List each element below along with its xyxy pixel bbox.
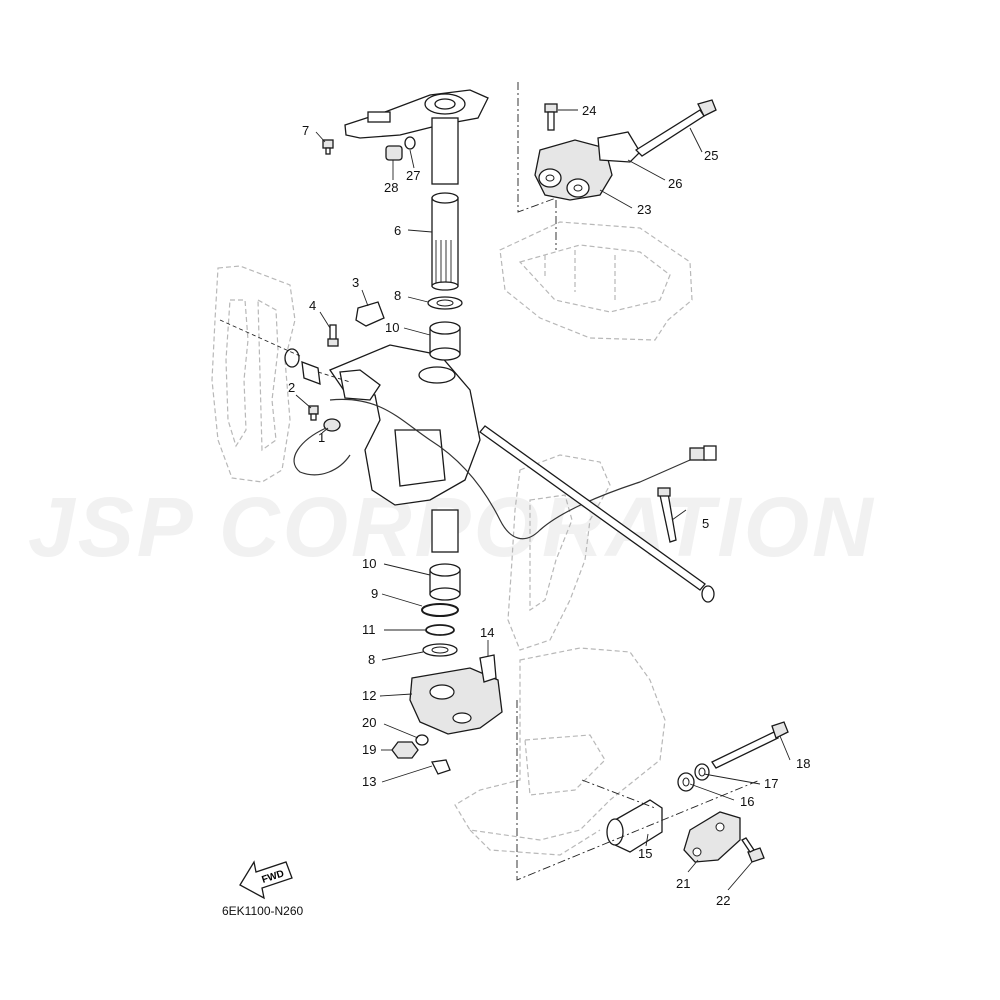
- wire-clamp: [355, 301, 385, 327]
- nut: [391, 741, 419, 759]
- callout-16: 16: [740, 794, 754, 809]
- diagram-code: 6EK1100-N260: [222, 904, 303, 918]
- tilt-pin: [479, 425, 706, 591]
- lower-mount-cover: [683, 811, 741, 863]
- assembly-line-rubber: [581, 779, 656, 809]
- callout-26: 26: [668, 176, 682, 191]
- callout-25: 25: [704, 148, 718, 163]
- callout-17: 17: [764, 776, 778, 791]
- callout-8-upper: 8: [394, 288, 401, 303]
- grounding-clip: [479, 654, 497, 683]
- leader-lines: [295, 109, 791, 891]
- callout-1: 1: [318, 430, 325, 445]
- callout-11: 11: [362, 622, 376, 637]
- through-bolt-lower: [711, 721, 789, 769]
- callout-10-upper: 10: [385, 320, 399, 335]
- callout-9: 9: [371, 586, 378, 601]
- steering-arm: [344, 89, 489, 139]
- lower-cover-bolt: [741, 837, 765, 863]
- callout-4: 4: [309, 298, 316, 313]
- bushing-left-b: [301, 361, 321, 385]
- lower-mount-rubber: [606, 799, 663, 853]
- assembly-line-bushing: [219, 319, 351, 383]
- steering-shaft: [431, 117, 459, 291]
- callout-7: 7: [302, 123, 309, 138]
- o-ring: [421, 603, 459, 617]
- washer-16-hole: [682, 777, 690, 787]
- callout-19: 19: [362, 742, 376, 757]
- circlip-ring: [425, 624, 455, 636]
- assembly-line-upper: [517, 82, 557, 213]
- callout-5: 5: [702, 516, 709, 531]
- callout-14: 14: [480, 625, 494, 640]
- callout-13: 13: [362, 774, 376, 789]
- ground-screw: [308, 405, 319, 421]
- mount-plate: [597, 131, 641, 163]
- through-bolt-upper: [634, 99, 717, 157]
- bushing-upper: [429, 321, 461, 361]
- callout-2: 2: [288, 380, 295, 395]
- upper-casing-outline: [499, 221, 693, 341]
- callout-27: 27: [406, 168, 420, 183]
- washer-small: [415, 734, 429, 746]
- callout-12: 12: [362, 688, 376, 703]
- washer-lower-hole: [431, 646, 449, 654]
- callout-28: 28: [384, 180, 398, 195]
- swivel-bracket-outline: [211, 265, 296, 483]
- clamp-screw: [327, 324, 339, 347]
- washer-upper-hole: [436, 299, 454, 307]
- callout-8-lower: 8: [368, 652, 375, 667]
- bushing-left-a: [284, 348, 300, 368]
- callout-6: 6: [394, 223, 401, 238]
- cable-tie: [657, 487, 677, 543]
- washer-17-hole: [698, 767, 706, 777]
- wire-harness: [329, 398, 691, 540]
- swivel-housing: [329, 344, 481, 506]
- callout-21: 21: [676, 876, 690, 891]
- fwd-arrow-icon: [239, 860, 293, 900]
- clamp-bracket-outline: [507, 454, 611, 651]
- callout-labels: 1 2 3 4 5 6 7 8 8 9 10 10 11 12 13 14 15…: [288, 103, 810, 908]
- callout-15: 15: [638, 846, 652, 861]
- callout-10-lower: 10: [362, 556, 376, 571]
- nut-cap: [385, 145, 403, 161]
- callout-18: 18: [796, 756, 810, 771]
- lower-mount-bracket: [409, 667, 503, 735]
- connector: [689, 445, 717, 461]
- tilt-pin-end: [701, 585, 715, 603]
- washer-tiny: [404, 136, 416, 150]
- grease-nipple: [322, 139, 334, 155]
- lower-casing-outline: [454, 647, 666, 856]
- assembly-line-lower: [516, 700, 761, 881]
- upper-mount: [534, 139, 613, 201]
- callout-24: 24: [582, 103, 596, 118]
- callout-20: 20: [362, 715, 376, 730]
- ground-lead: [293, 418, 351, 476]
- callout-23: 23: [637, 202, 651, 217]
- callout-3: 3: [352, 275, 359, 290]
- shaft-lower: [431, 509, 459, 553]
- bushing-lower: [429, 563, 461, 601]
- clip: [431, 759, 451, 775]
- callout-22: 22: [716, 893, 730, 908]
- bolt-upper: [544, 103, 558, 131]
